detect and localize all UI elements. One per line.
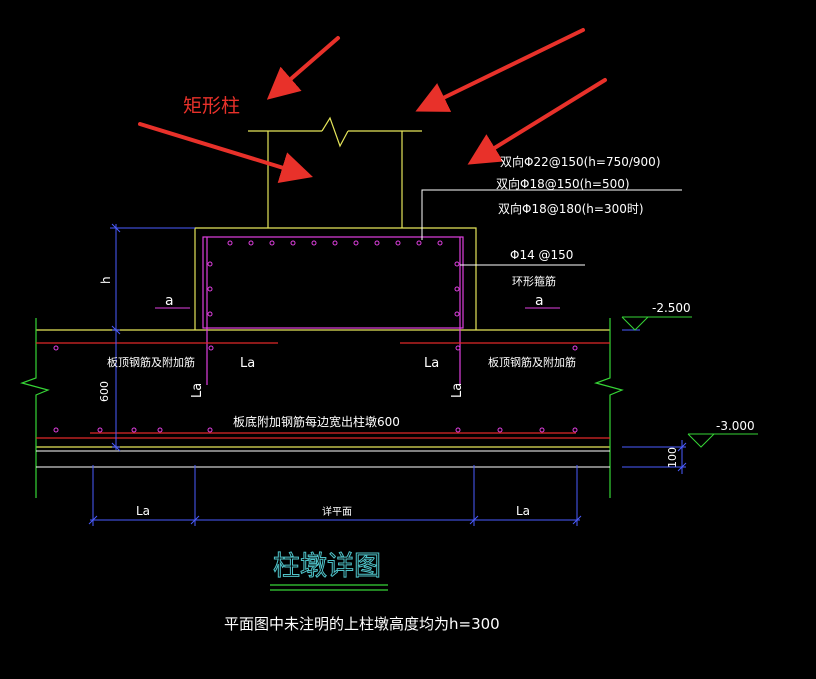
arrow-4 [467, 78, 607, 165]
elevation-top-label: -2.500 [652, 301, 691, 315]
dim-la-left: La [136, 504, 150, 518]
pier-stirrup [202, 236, 464, 385]
dim-la-right: La [516, 504, 530, 518]
cover-a-left: a [165, 293, 174, 309]
dim-100-label: 100 [666, 447, 679, 468]
column-break-symbol [321, 116, 349, 148]
la-vertical-left: La [190, 383, 205, 398]
title-underline [270, 584, 388, 591]
stirrup-spec: Φ14 @150 [510, 248, 573, 262]
annotation-label: 矩形柱 [183, 95, 240, 117]
dimension-lines [88, 223, 687, 526]
drawing-title: 柱墩详图 [273, 551, 381, 582]
slab-thickness-label: 600 [98, 381, 111, 402]
cover-a-right: a [535, 293, 544, 309]
top-rebar-label-right: 板顶钢筋及附加筋 [488, 355, 576, 369]
slab-break-left [19, 318, 50, 498]
la-vertical-right: La [450, 383, 465, 398]
top-rebar-label-left: 板顶钢筋及附加筋 [107, 355, 195, 369]
la-mid-right: La [424, 356, 439, 371]
arrow-1 [266, 36, 340, 100]
slab-rebar [36, 342, 610, 439]
pier-outline [194, 227, 477, 330]
rebar-callout-line-2: 双向Φ18@150(h=500) [496, 176, 630, 191]
arrow-2 [415, 28, 585, 112]
elevation-bottom-label: -3.000 [716, 419, 755, 433]
slab-outline [36, 329, 610, 448]
leader-main-rebar [421, 189, 682, 240]
elevation-marker-top [621, 316, 692, 331]
blinding-lines [36, 450, 610, 468]
slab-break-lines [19, 318, 624, 498]
drawing-note: 平面图中未注明的上柱墩高度均为h=300 [224, 615, 500, 633]
dim-h-label: h [99, 276, 113, 284]
rebar-callout-line-1: 双向Φ22@150(h=750/900) [500, 154, 661, 169]
elevation-marker-bottom [687, 433, 758, 448]
rebar-callout-line-3: 双向Φ18@180(h=300时) [498, 201, 644, 216]
stirrup-desc: 环形箍筋 [512, 274, 556, 288]
rectangular-column [248, 116, 422, 228]
dim-detail-label: 详平面 [322, 505, 352, 518]
leader-lines [421, 189, 682, 266]
slab-break-right [593, 318, 624, 498]
rebar-dots [53, 240, 578, 433]
annotation-arrows [138, 28, 607, 183]
la-mid-left: La [240, 356, 255, 371]
arrow-3 [138, 122, 313, 183]
bottom-rebar-label: 板底附加钢筋每边宽出柱墩600 [233, 414, 400, 429]
